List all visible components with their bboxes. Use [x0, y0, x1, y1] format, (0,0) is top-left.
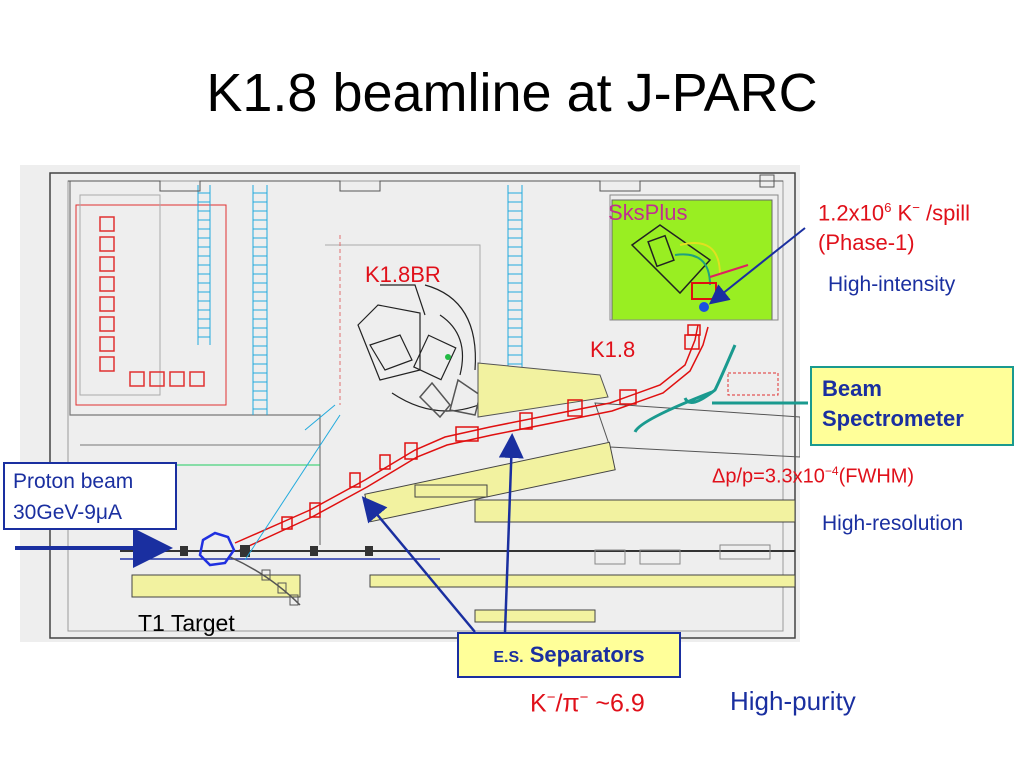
separators-box: E.S. Separators — [457, 632, 681, 678]
proton-beam-line2: 30GeV-9μA — [13, 501, 122, 524]
proton-beam-line1: Proton beam — [13, 470, 134, 493]
beam-spectrometer-line1: Beam — [822, 376, 882, 401]
k18br-label: K1.8BR — [365, 262, 441, 287]
k18-label: K1.8 — [590, 337, 636, 362]
beam-spectrometer-line2: Spectrometer — [822, 406, 964, 431]
high-intensity-tag: High-intensity — [828, 273, 956, 296]
separators-label: Separators — [523, 642, 645, 667]
sksplus-label: SksPlus — [608, 200, 688, 225]
separators-prefix: E.S. — [493, 649, 524, 666]
t1-target-label: T1 Target — [138, 610, 235, 636]
intensity-annotation: 1.2x106 K− /spill (Phase-1) — [818, 193, 970, 258]
high-purity-tag: High-purity — [730, 686, 856, 716]
intensity-line1: 1.2x106 K− /spill — [818, 200, 971, 226]
high-resolution-tag: High-resolution — [822, 512, 964, 535]
resolution-annotation: Δp/p=3.3x10−4(FWHM) — [712, 464, 915, 488]
page-title: K1.8 beamline at J-PARC — [206, 63, 818, 123]
purity-annotation: K−/π− ~6.9 — [530, 689, 645, 718]
proton-beam-box: Proton beam 30GeV-9μA — [3, 462, 177, 530]
beam-spectrometer-box: Beam Spectrometer — [810, 366, 1014, 446]
intensity-line2: (Phase-1) — [818, 230, 915, 256]
